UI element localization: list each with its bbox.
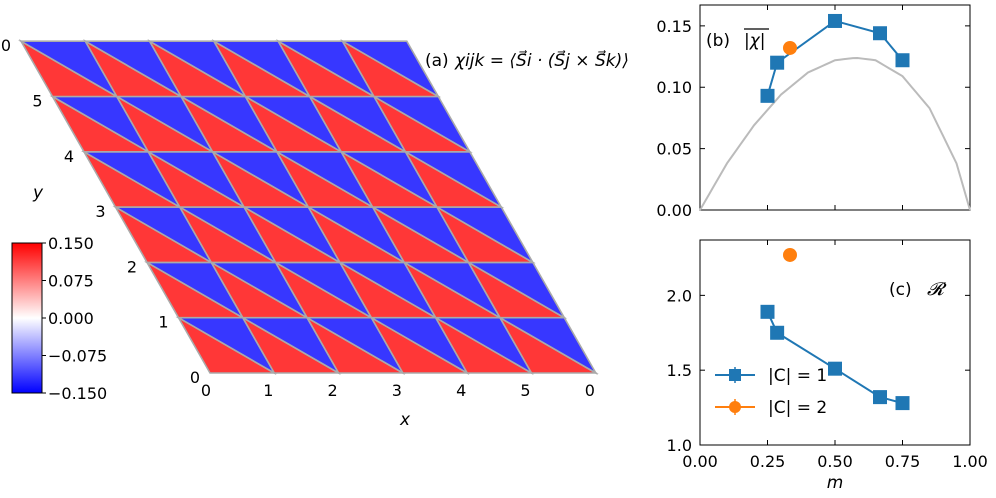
lattice-y-axis-label: y bbox=[32, 183, 44, 203]
panel-c-x-axis-label: m bbox=[827, 473, 844, 493]
y-tick-label: 2.0 bbox=[667, 286, 692, 305]
lattice-y-ticks: 0 1 2 3 4 5 0 bbox=[1, 36, 200, 387]
y-tick-label: 0.10 bbox=[656, 78, 692, 97]
data-point bbox=[760, 304, 775, 319]
lattice-x-tick-label: 0 bbox=[201, 381, 211, 400]
x-tick-label: 0.75 bbox=[885, 452, 921, 471]
lattice-x-tick-label: 2 bbox=[328, 381, 338, 400]
x-tick-label: 0.25 bbox=[750, 452, 786, 471]
y-tick-label: 1.5 bbox=[667, 361, 692, 380]
colorbar-tick-label: 0.075 bbox=[48, 272, 94, 291]
y-tick-label: 0.00 bbox=[656, 201, 692, 220]
legend-label: |C| = 1 bbox=[768, 366, 827, 386]
lattice-y-tick-label: 5 bbox=[32, 92, 42, 111]
lattice-x-tick-label: 5 bbox=[520, 381, 530, 400]
down-triangle bbox=[339, 40, 441, 99]
panel-b-ticks: 0.00 0.05 0.10 0.15 bbox=[656, 5, 971, 220]
legend: |C| = 1 |C| = 2 bbox=[715, 366, 827, 418]
panel-b-quantity-label: |χ| bbox=[744, 31, 766, 51]
lattice-y-tick-label: 1 bbox=[158, 313, 168, 332]
lattice-y-tick-label: 4 bbox=[64, 147, 74, 166]
lattice-x-axis-label: x bbox=[399, 410, 411, 430]
colorbar bbox=[11, 242, 43, 394]
data-point bbox=[760, 88, 775, 103]
panel-c-marks bbox=[760, 247, 910, 411]
x-tick-label: 0.00 bbox=[682, 452, 718, 471]
lattice-title-prefix: (a) bbox=[425, 51, 449, 71]
x-tick-label: 1.00 bbox=[952, 452, 988, 471]
x-tick-label: 0.50 bbox=[817, 452, 853, 471]
colorbar-tick-label: 0.000 bbox=[48, 309, 94, 328]
y-tick-label: 0.15 bbox=[656, 17, 692, 36]
legend-marker bbox=[729, 369, 741, 381]
lattice-x-ticks: 0 1 2 3 4 5 0 bbox=[201, 381, 595, 400]
lattice-x-tick-label: 4 bbox=[456, 381, 466, 400]
lattice-x-tick-label: 3 bbox=[392, 381, 402, 400]
data-point bbox=[782, 40, 797, 55]
panel-c: 0.00 0.25 0.50 0.75 1.00 1.0 1.5 2.0 (c) 𝓡 m |C… bbox=[667, 239, 988, 493]
data-point bbox=[873, 26, 888, 41]
lattice-y-tick-label: 2 bbox=[127, 257, 137, 276]
data-point bbox=[895, 396, 910, 411]
reference-curve bbox=[699, 56, 971, 211]
data-point bbox=[828, 361, 842, 376]
data-point bbox=[895, 53, 910, 68]
colorbar-tick-label: −0.150 bbox=[48, 384, 107, 403]
colorbar-tick-label: 0.150 bbox=[48, 234, 94, 253]
panel-c-ticks: 0.00 0.25 0.50 0.75 1.00 1.0 1.5 2.0 bbox=[667, 240, 988, 471]
series-line bbox=[766, 311, 903, 405]
panel-b-marks bbox=[699, 13, 971, 211]
y-tick-label: 1.0 bbox=[667, 436, 692, 455]
data-point bbox=[873, 390, 888, 405]
y-tick-label: 0.05 bbox=[656, 140, 692, 159]
colorbar-ticks: 0.150 0.075 0.000 −0.075 −0.150 bbox=[42, 234, 107, 403]
legend-label: |C| = 2 bbox=[768, 398, 827, 418]
lattice-y-tick-label: 0 bbox=[190, 368, 200, 387]
lattice-title-formula: χijk = ⟨S⃗i · (S⃗j × S⃗k)⟩ bbox=[454, 49, 629, 71]
data-point bbox=[770, 55, 785, 70]
colorbar-tick-label: −0.075 bbox=[48, 347, 107, 366]
lattice-x-tick-label: 0 bbox=[585, 381, 595, 400]
panel-c-title: (c) bbox=[889, 280, 912, 300]
legend-marker bbox=[729, 401, 741, 413]
panel-b: 0.00 0.05 0.10 0.15 (b) |χ| bbox=[656, 4, 971, 220]
panel-c-quantity-label: 𝓡 bbox=[927, 279, 947, 300]
panel-c-frame bbox=[699, 239, 971, 446]
data-point bbox=[770, 325, 785, 340]
data-point bbox=[828, 13, 842, 28]
lattice-y-tick-label: 3 bbox=[95, 202, 105, 221]
panel-b-title: (b) bbox=[706, 31, 730, 51]
lattice-x-tick-label: 1 bbox=[263, 381, 273, 400]
lattice-y-tick-label: 0 bbox=[1, 36, 11, 55]
lattice-heatmap bbox=[18, 39, 599, 376]
data-point bbox=[782, 247, 797, 262]
